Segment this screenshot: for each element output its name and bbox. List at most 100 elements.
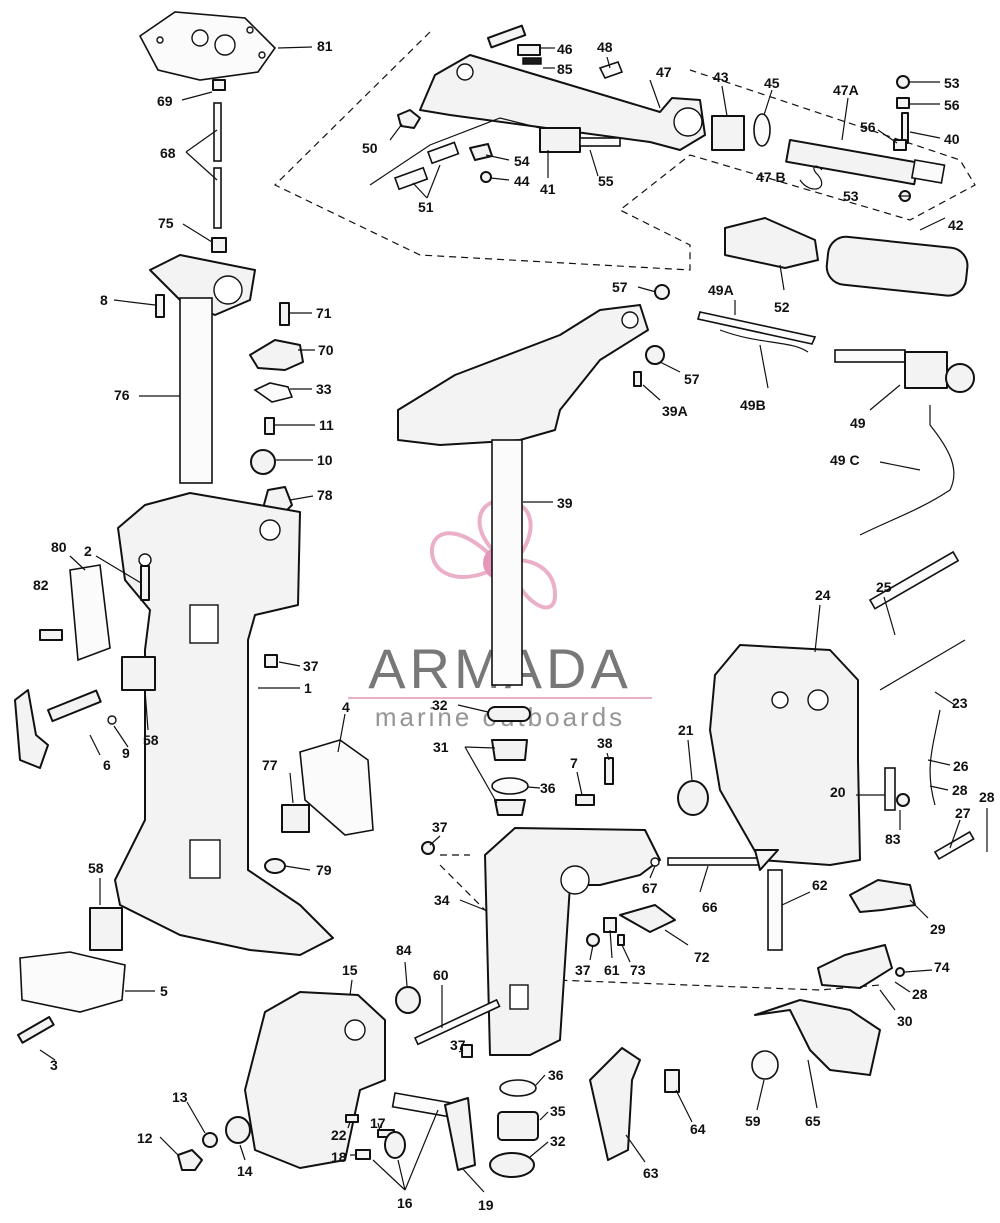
label-12: 12: [137, 1130, 153, 1146]
label-28a: 28: [952, 782, 968, 798]
label-73: 73: [630, 962, 646, 978]
nut-12: [177, 1149, 203, 1171]
label-58b: 58: [88, 860, 104, 876]
label-9: 9: [122, 745, 130, 761]
screw-8: [155, 294, 165, 318]
sleeve-51b: [426, 141, 460, 165]
label-71: 71: [316, 305, 332, 321]
label-63: 63: [643, 1165, 659, 1181]
gear-10: [250, 449, 276, 475]
label-47: 47: [656, 64, 672, 80]
nut-53: [896, 75, 910, 89]
nut-50: [397, 109, 421, 129]
bracket-30: [817, 944, 893, 989]
label-49C: 49 C: [830, 452, 860, 468]
washer-13: [202, 1132, 218, 1148]
oring-36: [491, 777, 529, 795]
bracket-65: [754, 999, 881, 1076]
mount-4: [299, 739, 374, 836]
label-38: 38: [597, 735, 613, 751]
oring-36b: [499, 1079, 537, 1097]
spring-61: [603, 917, 617, 933]
clamp-bracket-24: [709, 644, 861, 866]
label-77: 77: [262, 757, 278, 773]
label-59: 59: [745, 1113, 761, 1129]
label-39A: 39A: [662, 403, 688, 419]
label-80: 80: [51, 539, 67, 555]
label-6: 6: [103, 757, 111, 773]
label-29: 29: [930, 921, 946, 937]
bolt-3: [17, 1016, 55, 1044]
label-41: 41: [540, 181, 556, 197]
label-39: 39: [557, 495, 573, 511]
nut-37c: [586, 933, 600, 947]
lever-6: [14, 689, 49, 769]
spring-62: [767, 869, 783, 951]
cable-49A: [696, 311, 817, 345]
bracket-63: [589, 1047, 641, 1161]
bushing-43: [711, 115, 745, 151]
label-40: 40: [944, 131, 960, 147]
label-7: 7: [570, 755, 578, 771]
steering-tube-39: [491, 439, 523, 686]
part-labels: 81 69 68 75 8 76 71 70 33 11 10 78 80 2 …: [33, 38, 995, 1213]
label-37d: 37: [450, 1037, 466, 1053]
label-51: 51: [418, 199, 434, 215]
label-46: 46: [557, 41, 573, 57]
label-10: 10: [317, 452, 333, 468]
label-1: 1: [304, 680, 312, 696]
nut-37b: [421, 841, 435, 855]
label-18: 18: [331, 1149, 347, 1165]
segment-bushing-31b: [494, 799, 526, 816]
lever-shaft: [47, 689, 102, 723]
label-67: 67: [642, 880, 658, 896]
screw-71: [279, 302, 290, 326]
plate-56b: [893, 139, 907, 151]
swivel-bracket-34: [484, 827, 661, 1056]
label-57b: 57: [684, 371, 700, 387]
label-57a: 57: [612, 279, 628, 295]
label-32b: 32: [550, 1133, 566, 1149]
rod-23: [879, 639, 966, 691]
label-56b: 56: [860, 119, 876, 135]
propeller-blade-right: [509, 557, 558, 610]
clip-69: [212, 79, 226, 91]
bracket-70: [249, 339, 304, 371]
label-78: 78: [317, 487, 333, 503]
label-48: 48: [597, 39, 613, 55]
label-69: 69: [157, 93, 173, 109]
label-66: 66: [702, 899, 718, 915]
label-17: 17: [370, 1115, 386, 1131]
label-79: 79: [316, 862, 332, 878]
label-58a: 58: [143, 732, 159, 748]
label-26: 26: [953, 758, 969, 774]
lever-72: [619, 904, 676, 933]
label-13: 13: [172, 1089, 188, 1105]
label-75: 75: [158, 215, 174, 231]
label-62: 62: [812, 877, 828, 893]
label-83: 83: [885, 831, 901, 847]
label-4: 4: [342, 699, 350, 715]
label-49: 49: [850, 415, 866, 431]
rod-66: [667, 857, 761, 866]
pin-40: [901, 112, 909, 144]
label-23: 23: [952, 695, 968, 711]
label-61: 61: [604, 962, 620, 978]
label-53b: 53: [843, 188, 859, 204]
label-42: 42: [948, 217, 964, 233]
washer-83: [896, 793, 910, 807]
spring-20: [884, 767, 896, 811]
label-36b: 36: [548, 1067, 564, 1083]
plate-56: [896, 97, 910, 109]
label-47B: 47 B: [756, 169, 786, 185]
grommet-75: [211, 237, 227, 253]
label-25: 25: [876, 579, 892, 595]
screw-11: [264, 417, 275, 435]
washer-84: [395, 986, 421, 1014]
label-65: 65: [805, 1113, 821, 1129]
screw-38: [604, 757, 614, 785]
label-8: 8: [100, 292, 108, 308]
spring-7: [575, 794, 595, 806]
label-21: 21: [678, 722, 694, 738]
